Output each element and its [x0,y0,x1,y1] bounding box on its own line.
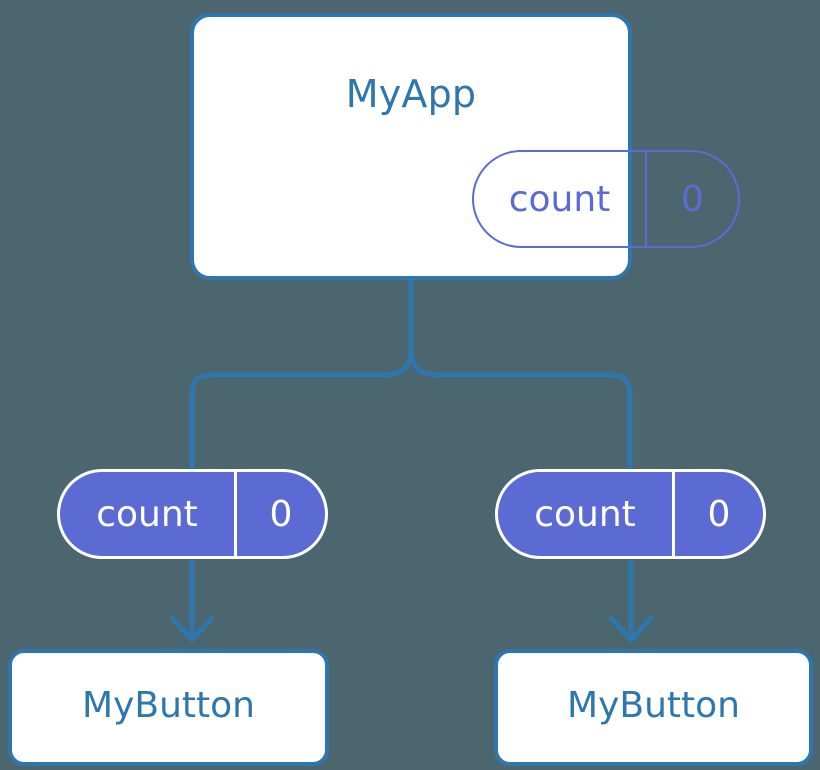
state-key-child-left: count [60,472,237,556]
arrow-head-right-icon [608,615,654,643]
state-key-root: count [474,152,647,246]
branch-line-left [189,348,414,478]
component-name-child-right: MyButton [567,685,740,726]
state-pill-root[interactable]: count 0 [472,150,740,248]
state-pill-child-left[interactable]: count 0 [57,469,328,559]
component-card-child-right[interactable]: MyButton [494,649,813,766]
component-name-root: MyApp [345,72,477,116]
state-pill-child-right[interactable]: count 0 [495,469,766,559]
state-value-child-left: 0 [269,493,293,535]
component-card-child-left[interactable]: MyButton [8,649,329,766]
state-value-root: 0 [681,178,704,220]
branch-line-right [408,348,633,478]
state-value-child-right: 0 [707,493,731,535]
component-card-root[interactable]: MyApp count 0 [190,13,740,280]
state-key-child-right: count [498,472,675,556]
arrow-head-left-icon [169,615,215,643]
component-name-child-left: MyButton [82,685,255,726]
